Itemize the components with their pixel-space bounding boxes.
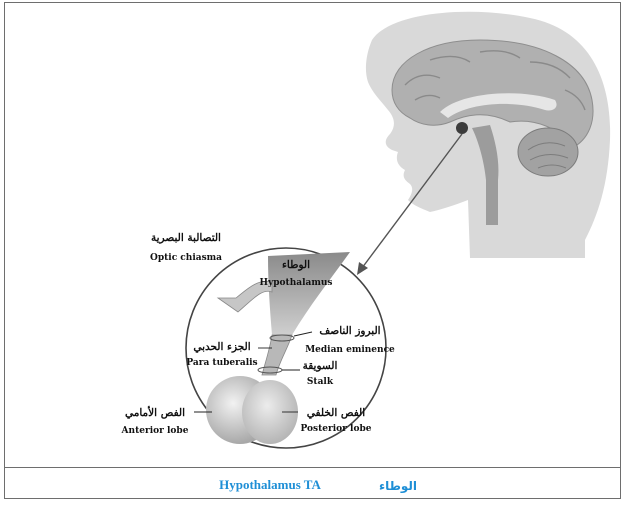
zoom-arrow-head <box>357 262 368 275</box>
label-para-tuberalis-en: Para tuberalis <box>186 358 257 368</box>
label-posterior-lobe-en: Posterior lobe <box>301 424 372 434</box>
label-median-eminence-en: Median eminence <box>305 345 395 355</box>
label-anterior-lobe-ar: الفص الأمامي <box>125 405 185 420</box>
label-optic-chiasma-ar: التصالبة البصرية <box>151 232 221 244</box>
hypothalamus-region <box>456 122 468 134</box>
label-hypothalamus-en: Hypothalamus <box>260 278 333 288</box>
label-stalk-ar: السويقة <box>303 360 338 372</box>
label-optic-chiasma-en: Optic chiasma <box>150 253 222 263</box>
footer-title-en: Hypothalamus TA <box>219 477 321 492</box>
label-stalk-en: Stalk <box>307 377 334 387</box>
label-para-tuberalis-ar: الجزء الحدبي <box>193 341 250 354</box>
cerebellum <box>518 128 578 176</box>
label-median-eminence-ar: البروز الناصف <box>319 325 380 337</box>
label-hypothalamus-ar: الوطاء <box>282 259 310 271</box>
label-posterior-lobe-ar: الفص الخلفي <box>307 407 365 420</box>
label-anterior-lobe-en: Anterior lobe <box>121 426 189 436</box>
footer-title-ar: الوطاء <box>379 479 417 494</box>
